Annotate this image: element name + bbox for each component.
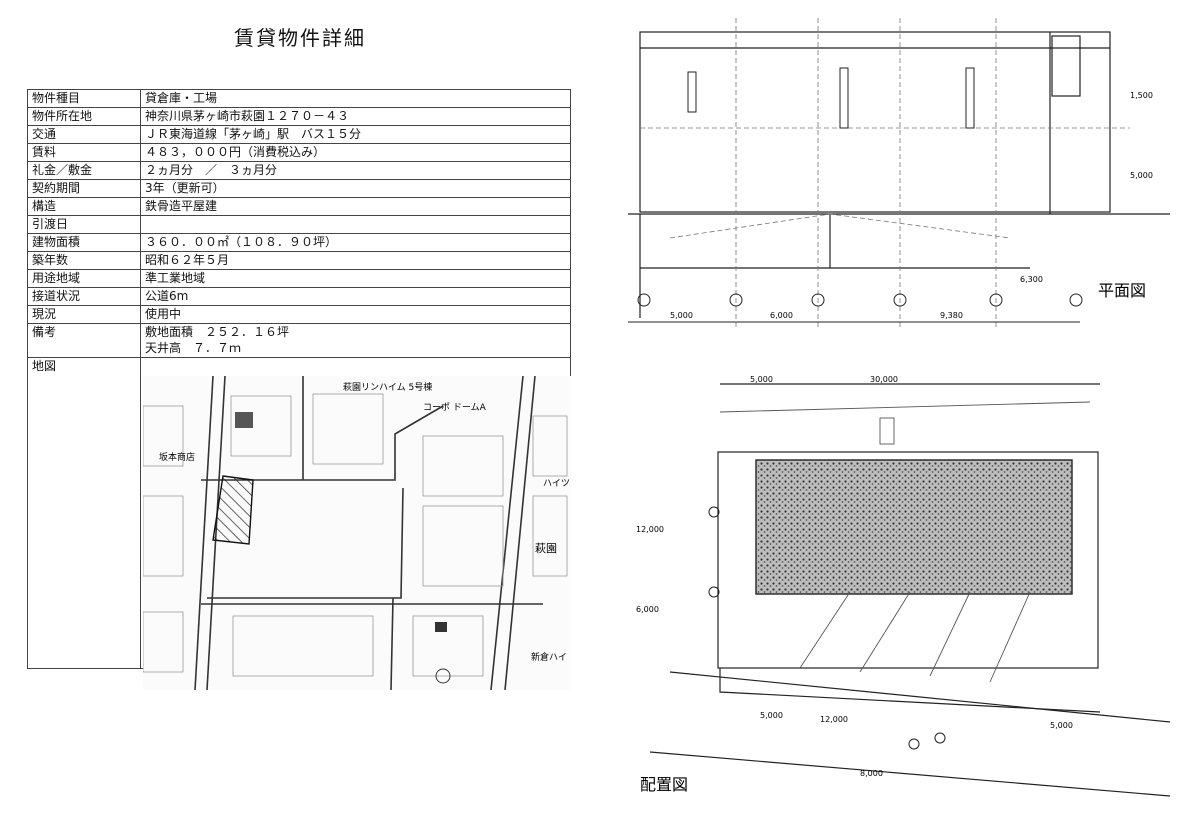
row-label: 築年数 (27, 251, 141, 270)
map-label-1: 萩園リンハイム 5号棟 (343, 381, 432, 393)
table-row: 引渡日 (27, 215, 571, 234)
building-footprint (755, 459, 1073, 595)
row-label: 建物面積 (27, 233, 141, 252)
map-label-4: ハイツ (543, 479, 570, 489)
row-value: 神奈川県茅ヶ崎市萩園１２７０－４３ (140, 107, 571, 126)
site-dim: 5,000 (760, 711, 783, 720)
plan-label: 平面図 (1098, 281, 1146, 300)
plan-dim: 9,380 (940, 311, 963, 320)
table-row: 用途地域準工業地域 (27, 269, 571, 288)
row-value: 昭和６２年５月 (140, 251, 571, 270)
page-title: 賃貸物件詳細 (234, 26, 366, 50)
plan-dim: 6,000 (770, 311, 793, 320)
plan-dim: 6,300 (1020, 275, 1043, 284)
map-label: 地図 (27, 357, 141, 669)
row-label: 賃料 (27, 143, 141, 162)
map-label-5: 萩園 (535, 542, 557, 555)
row-value: 使用中 (140, 305, 571, 324)
row-value: ＪＲ東海道線「茅ヶ崎」駅 バス１５分 (140, 125, 571, 144)
row-label: 礼金／敷金 (27, 161, 141, 180)
plan-dim: 5,000 (1130, 171, 1153, 180)
target-parcel (212, 475, 254, 545)
plan-dim: 1,500 (1130, 91, 1153, 100)
row-label: 引渡日 (27, 215, 141, 234)
row-value: ３６０．００㎡（１０８．９０坪） (140, 233, 571, 252)
location-map: 萩園リンハイム 5号棟 コーポ ドームA 坂本商店 ハイツ 萩園 新倉ハイ (143, 376, 571, 690)
site-dim: 12,000 (636, 525, 664, 534)
table-row: 備考 敷地面積 ２５２．１６坪 天井高 ７．７ｍ (27, 323, 571, 358)
site-dim: 6,000 (636, 605, 659, 614)
row-value: 貸倉庫・工場 (140, 89, 571, 108)
site-label: 配置図 (640, 775, 688, 794)
row-value: ２ヵ月分 ／ ３ヵ月分 (140, 161, 571, 180)
row-label: 物件所在地 (27, 107, 141, 126)
row-label: 契約期間 (27, 179, 141, 198)
map-landmark-icon (435, 668, 451, 684)
row-label: 現況 (27, 305, 141, 324)
plan-dim: 5,000 (670, 311, 693, 320)
floor-plan-drawing: 5,000 6,000 9,380 6,300 5,000 1,500 平面図 (628, 18, 1170, 328)
site-plan-drawing: 5,000 30,000 12,000 5,000 12,000 5,000 6… (636, 375, 1171, 797)
row-value: 鉄骨造平屋建 (140, 197, 571, 216)
row-value: 準工業地域 (140, 269, 571, 288)
map-building-icon (435, 622, 447, 632)
row-label: 接道状況 (27, 287, 141, 306)
remarks-line-1: 敷地面積 ２５２．１６坪 (145, 325, 290, 339)
row-label: 交通 (27, 125, 141, 144)
table-row: 築年数昭和６２年５月 (27, 251, 571, 270)
remarks-value: 敷地面積 ２５２．１６坪 天井高 ７．７ｍ (140, 323, 571, 358)
site-dim: 5,000 (1050, 721, 1073, 730)
site-dim: 30,000 (870, 375, 898, 384)
row-value: ４８３，０００円（消費税込み） (140, 143, 571, 162)
row-value: 公道6m (140, 287, 571, 306)
row-value: 3年（更新可） (140, 179, 571, 198)
site-dim: 5,000 (750, 375, 773, 384)
map-label-2: コーポ ドームA (423, 402, 487, 413)
map-label-3: 坂本商店 (159, 451, 195, 463)
site-dim: 12,000 (820, 715, 848, 724)
table-row: 構造鉄骨造平屋建 (27, 197, 571, 216)
remarks-label: 備考 (27, 323, 141, 358)
row-label: 物件種目 (27, 89, 141, 108)
map-label-6: 新倉ハイ (531, 651, 567, 663)
table-row: 現況使用中 (27, 305, 571, 324)
table-row: 物件種目貸倉庫・工場 (27, 89, 571, 108)
remarks-line-2: 天井高 ７．７ｍ (145, 341, 242, 355)
site-dim: 8,000 (860, 769, 883, 778)
row-value (140, 215, 571, 234)
table-row: 接道状況公道6m (27, 287, 571, 306)
row-label: 構造 (27, 197, 141, 216)
map-building-icon (235, 412, 253, 428)
table-row: 物件所在地神奈川県茅ヶ崎市萩園１２７０－４３ (27, 107, 571, 126)
row-label: 用途地域 (27, 269, 141, 288)
